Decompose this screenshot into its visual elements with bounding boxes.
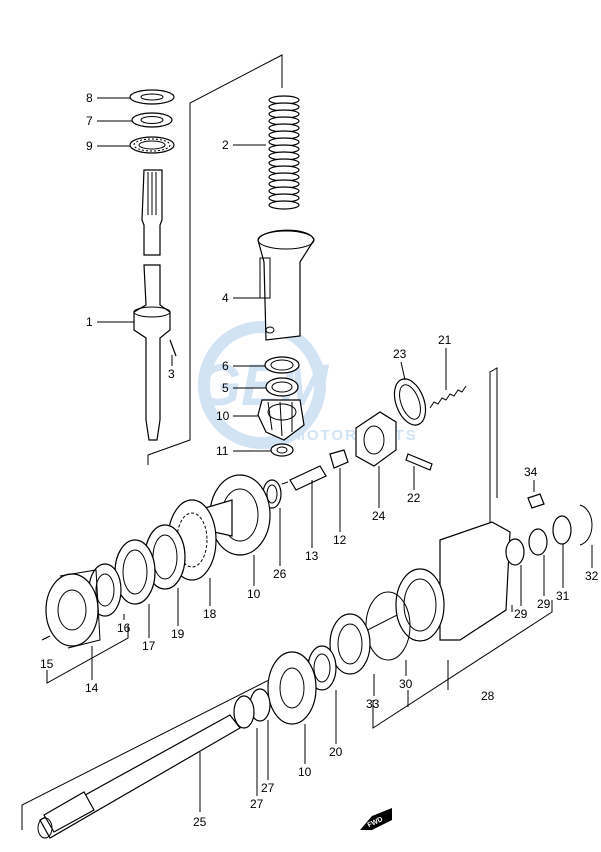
callout-32: 32 (585, 569, 599, 583)
callout-6: 6 (222, 359, 229, 373)
part-27-washer-b (233, 695, 255, 729)
callout-31: 31 (556, 589, 570, 603)
part-15-pin (41, 635, 51, 641)
part-12-push-rod (329, 449, 349, 469)
callout-8: 8 (86, 91, 93, 105)
callout-29-left: 29 (514, 607, 528, 621)
fwd-arrow-icon: FWD (360, 808, 392, 830)
callout-3: 3 (168, 367, 175, 381)
callout-26: 26 (273, 567, 287, 581)
part-14-bearing-housing (45, 569, 101, 649)
callout-4: 4 (222, 291, 229, 305)
callout-10-mid: 10 (247, 587, 261, 601)
callout-2: 2 (222, 138, 229, 152)
callout-13: 13 (305, 549, 319, 563)
callout-10-top: 10 (216, 409, 230, 423)
callout-7: 7 (86, 114, 93, 128)
part-3-pin (169, 339, 177, 357)
part-22-pin (405, 453, 433, 471)
part-5-shim (265, 377, 299, 397)
part-1-drive-shaft (133, 169, 171, 441)
part-10-reverse-gear (267, 651, 317, 725)
callout-21: 21 (438, 333, 452, 347)
callout-27-lower: 27 (250, 797, 264, 811)
callout-28: 28 (481, 689, 495, 703)
callout-1: 1 (86, 315, 93, 329)
callout-15: 15 (40, 657, 54, 671)
callout-10-bottom: 10 (298, 765, 312, 779)
callout-18: 18 (203, 607, 217, 621)
callout-20: 20 (329, 745, 343, 759)
part-32-circlip (579, 504, 593, 546)
part-2-spring (268, 95, 300, 210)
callout-11: 11 (216, 444, 229, 458)
callout-30: 30 (399, 677, 413, 691)
callout-33: 33 (366, 697, 380, 711)
callout-9: 9 (86, 139, 93, 153)
group-brackets (21, 54, 553, 830)
callout-24: 24 (372, 509, 386, 523)
leader-lines (91, 97, 593, 812)
callout-16: 16 (117, 621, 131, 635)
part-33-bearing (329, 613, 371, 675)
callout-19: 19 (171, 627, 185, 641)
part-29-needle-bearing (505, 528, 548, 566)
part-34-bolt (527, 493, 545, 509)
callout-17: 17 (142, 639, 156, 653)
part-4-sleeve (257, 229, 315, 341)
watermark-sub: MOTORPARTS (292, 427, 417, 444)
part-10-pinion-gear-top (257, 399, 305, 441)
callout-23: 23 (393, 347, 407, 361)
part-7-washer (131, 112, 173, 128)
callout-labels: 8 7 9 2 4 1 3 6 5 10 11 23 21 22 24 12 1… (40, 91, 599, 829)
callout-14: 14 (85, 681, 99, 695)
part-6-shim (264, 356, 300, 374)
part-13-plunger (281, 465, 327, 491)
part-23-ring (393, 378, 427, 426)
part-10-forward-gear (204, 474, 271, 556)
part-25-propeller-shaft (37, 714, 241, 839)
part-31-seal (552, 515, 572, 545)
callout-22: 22 (407, 491, 421, 505)
callout-5: 5 (222, 381, 229, 395)
part-8-thrust-washer (129, 89, 175, 105)
callout-34: 34 (524, 465, 538, 479)
part-21-spring (429, 385, 467, 409)
part-24-clutch-dog (355, 411, 397, 467)
callout-27-upper: 27 (261, 781, 275, 795)
callout-29-right: 29 (537, 597, 551, 611)
part-28-gear-case (395, 521, 511, 642)
part-11-nut (270, 443, 294, 457)
part-9-thrust-bearing (129, 136, 175, 154)
callout-25: 25 (193, 815, 207, 829)
callout-12: 12 (333, 533, 347, 547)
